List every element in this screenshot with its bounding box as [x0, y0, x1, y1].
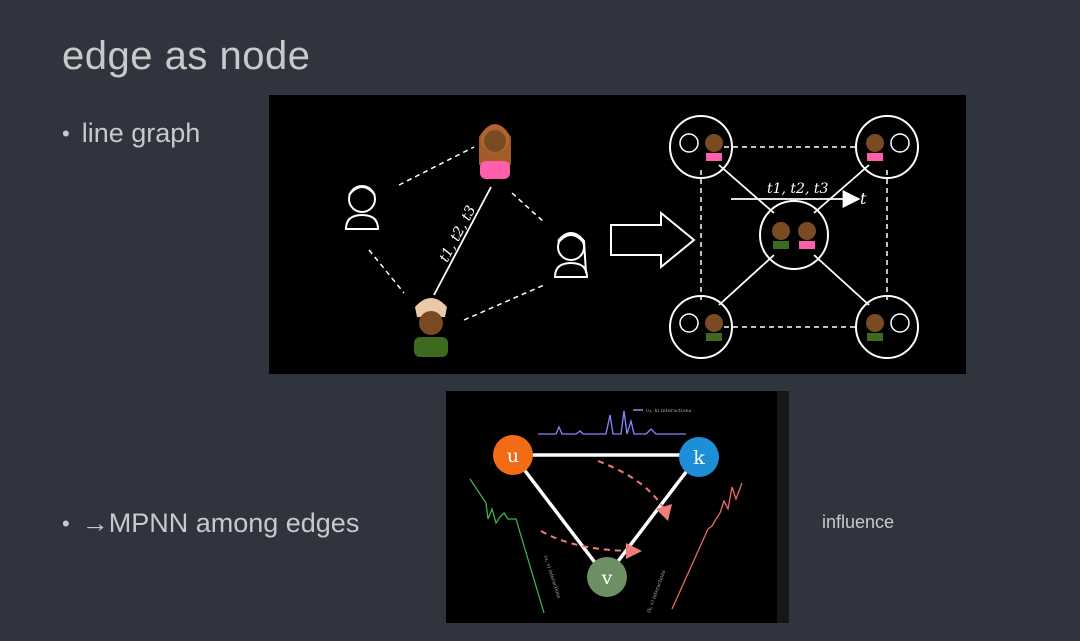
bullet-line-graph: • line graph — [62, 118, 200, 149]
transform-arrow-icon — [610, 210, 696, 270]
uv-series-line — [469, 478, 545, 614]
node-u-label: u — [507, 445, 519, 467]
node-v-label: v — [601, 567, 613, 589]
mpnn-figure: (u, k) interactions (u, v) interactions … — [446, 391, 789, 623]
triangle-edges — [511, 453, 701, 579]
influence-arrow-uv-kv — [540, 530, 637, 552]
person-top-icon — [479, 124, 511, 179]
uk-legend-label: (u, k) interactions — [646, 407, 692, 414]
arrow-head-icon — [656, 504, 672, 521]
slide-title: edge as node — [62, 34, 311, 78]
node-u — [493, 435, 533, 475]
uv-legend-label: (u, v) interactions — [542, 554, 563, 599]
bullet-text: →MPNN among edges — [81, 508, 360, 538]
line-graph-svg: t1, t2, t3 — [345, 115, 919, 359]
node-k-label: k — [693, 447, 705, 469]
line-graph-figure: t1, t2, t3 — [269, 95, 966, 374]
time-symbol: t — [860, 189, 867, 208]
right-graph-nodes — [669, 115, 919, 359]
uk-series-line — [538, 410, 686, 435]
left-graph-edges — [368, 146, 546, 321]
bullet-dot: • — [62, 510, 70, 536]
person-left-icon — [345, 185, 379, 230]
bullet-dot: • — [62, 120, 70, 146]
right-graph-dashed — [700, 146, 888, 328]
kv-series-line — [671, 482, 743, 610]
panel-edge-strip — [777, 391, 789, 623]
arrow-head-icon — [626, 543, 642, 559]
edge-time-label: t1, t2, t3 — [436, 203, 479, 265]
person-bottom-icon — [414, 298, 448, 357]
timeline-label: t1, t2, t3 — [767, 181, 828, 197]
influence-label: influence — [822, 512, 895, 532]
bullet-mpnn: • →MPNN among edges — [62, 508, 359, 539]
kv-legend-label: (k, v) interactions — [645, 569, 667, 614]
right-graph-solid — [718, 164, 870, 306]
bullet-text: line graph — [81, 118, 201, 148]
node-k — [679, 437, 719, 477]
solid-edge — [433, 186, 492, 296]
node-v — [587, 557, 627, 597]
mpnn-svg: (u, k) interactions (u, v) interactions … — [469, 407, 743, 614]
node-faces — [679, 133, 910, 341]
person-right-icon — [554, 232, 588, 278]
